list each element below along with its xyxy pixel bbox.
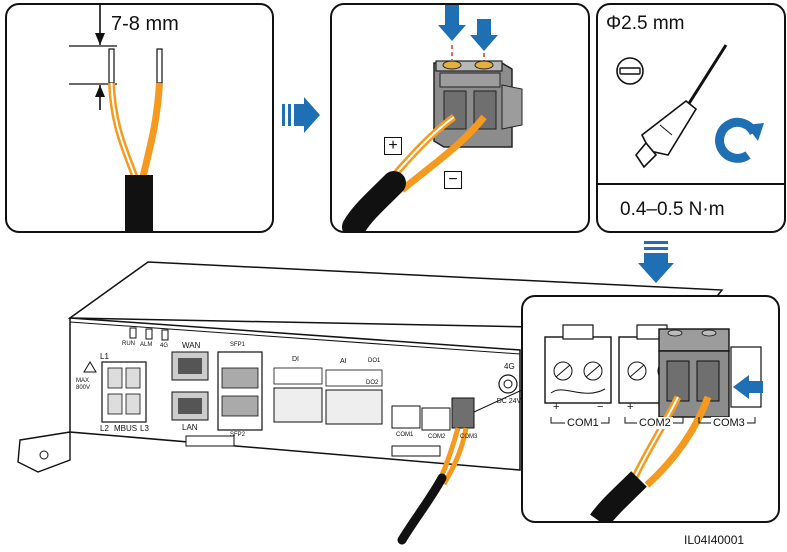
led-run-label: RUN	[122, 341, 135, 347]
screwdriver-size-label: Φ2.5 mm	[606, 13, 685, 34]
terminal-mbus-label: MBUS	[114, 424, 138, 433]
screwdriver-drawing	[616, 44, 764, 169]
zoom-com1-minus: −	[597, 401, 604, 413]
do2-label: DO2	[366, 380, 379, 386]
led-alm-label: ALM	[140, 342, 153, 348]
torque-value-label: 0.4–0.5 N·m	[620, 199, 725, 220]
next-step-arrow-icon	[282, 97, 320, 133]
max-voltage-warning: MAX 800V	[76, 378, 91, 391]
figure-id-label: IL04I40001	[684, 533, 745, 547]
strip-length-label: 7-8 mm	[111, 13, 179, 35]
led-4g-label: 4G	[160, 343, 169, 349]
strip-wire-panel: 7-8 mm	[5, 3, 274, 233]
ai-label: AI	[340, 358, 347, 365]
zoom-com2-plus: +	[627, 401, 634, 413]
zoom-com1-label: COM1	[565, 417, 601, 429]
small-com2-label: COM2	[428, 434, 446, 440]
antenna-4g-label: 4G	[504, 362, 515, 371]
insert-wire-panel: + −	[330, 3, 590, 233]
sfp2-label: SFP2	[230, 432, 246, 438]
sfp1-label: SFP1	[230, 342, 246, 348]
tool-torque-panel: Φ2.5 mm 0.4–0.5 N·m	[596, 3, 786, 233]
minus-sign-box: −	[444, 171, 462, 189]
wan-label: WAN	[182, 341, 201, 350]
torque-divider	[598, 183, 784, 185]
small-com1-label: COM1	[396, 432, 414, 438]
down-step-arrow-icon	[638, 241, 674, 283]
lan-label: LAN	[182, 423, 198, 432]
plus-sign-box: +	[384, 137, 402, 155]
stripped-cable-drawing	[69, 5, 163, 231]
terminal-l1-label: L1	[100, 352, 109, 361]
dc-input-label: DC 24V	[496, 398, 522, 405]
terminal-l2-label: L2	[100, 424, 109, 433]
com-port-zoom-drawing	[544, 324, 763, 521]
di-label: DI	[292, 356, 299, 363]
connector-insertion-drawing	[342, 5, 523, 231]
zoom-com1-plus: +	[553, 401, 560, 413]
zoom-com2-label: COM2	[637, 417, 673, 429]
com-port-zoom-panel: + − + COM1 COM2 COM3	[521, 295, 780, 523]
terminal-l3-label: L3	[140, 424, 149, 433]
zoom-com3-label: COM3	[711, 417, 747, 429]
small-com3-label: COM3	[460, 434, 478, 440]
do1-label: DO1	[368, 358, 381, 364]
